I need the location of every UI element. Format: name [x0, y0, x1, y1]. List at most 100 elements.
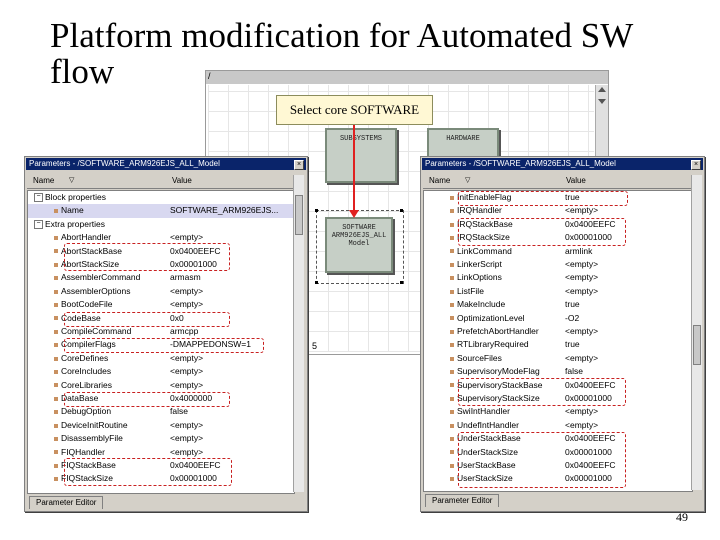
- parameter-value[interactable]: <empty>: [170, 285, 204, 296]
- parameter-value[interactable]: <empty>: [565, 205, 599, 216]
- parameter-value[interactable]: armcpp: [170, 326, 199, 336]
- parameter-value[interactable]: true: [565, 339, 580, 350]
- parameter-value[interactable]: <empty>: [565, 352, 599, 363]
- close-icon[interactable]: ×: [294, 160, 304, 170]
- parameter-value[interactable]: 0x00001000: [565, 232, 612, 243]
- parameter-value[interactable]: -DMAPPEDONSW=1: [170, 339, 251, 350]
- parameter-row[interactable]: −Extra properties: [28, 218, 294, 231]
- parameter-value[interactable]: -O2: [565, 312, 580, 323]
- parameter-value[interactable]: <empty>: [565, 406, 599, 417]
- parameter-row[interactable]: LinkerScript<empty>: [424, 258, 692, 271]
- selection-handle[interactable]: [315, 281, 318, 284]
- parameter-row[interactable]: SourceFiles<empty>: [424, 352, 692, 365]
- parameter-row[interactable]: BootCodeFile<empty>: [28, 298, 294, 311]
- parameter-value[interactable]: <empty>: [565, 272, 599, 283]
- collapse-icon[interactable]: −: [34, 193, 43, 203]
- parameter-value[interactable]: <empty>: [565, 285, 599, 296]
- parameter-row[interactable]: ListFile<empty>: [424, 285, 692, 298]
- selection-handle[interactable]: [400, 281, 403, 284]
- parameter-row[interactable]: LinkOptions<empty>: [424, 271, 692, 284]
- subsystems-block[interactable]: SUBSYSTEMS: [325, 128, 397, 183]
- left-parameter-panel[interactable]: Parameters - /SOFTWARE_ARM926EJS_ALL_Mod…: [24, 156, 308, 512]
- parameter-value[interactable]: 0x0400EEFC: [565, 218, 616, 229]
- selection-handle[interactable]: [400, 209, 403, 212]
- parameter-value[interactable]: <empty>: [170, 379, 204, 390]
- parameter-row[interactable]: UndefIntHandler<empty>: [424, 419, 692, 432]
- sort-down-icon[interactable]: ▽: [69, 177, 75, 184]
- parameter-value[interactable]: 0x00001000: [565, 446, 612, 457]
- selection-handle[interactable]: [315, 209, 318, 212]
- parameter-value[interactable]: 0x00001000: [565, 393, 612, 403]
- scroll-down-icon[interactable]: [598, 99, 606, 104]
- parameter-row[interactable]: CoreLibraries<empty>: [28, 379, 294, 392]
- parameter-value[interactable]: SOFTWARE_ARM926EJS...: [170, 205, 279, 216]
- diagram-title-bar[interactable]: /: [206, 71, 608, 84]
- parameter-value[interactable]: armasm: [170, 272, 201, 283]
- parameter-value[interactable]: <empty>: [170, 232, 204, 243]
- parameter-row[interactable]: SwiIntHandler<empty>: [424, 405, 692, 418]
- parameter-row[interactable]: AbortHandler<empty>: [28, 231, 294, 244]
- parameter-value[interactable]: false: [565, 366, 583, 377]
- parameter-row[interactable]: −Block properties: [28, 191, 294, 204]
- parameter-row[interactable]: AssemblerOptions<empty>: [28, 285, 294, 298]
- left-scrollbar[interactable]: [293, 175, 304, 492]
- parameter-value[interactable]: <empty>: [565, 326, 599, 336]
- left-parameter-editor-tab[interactable]: Parameter Editor: [29, 496, 104, 509]
- parameter-value[interactable]: 0x0: [170, 312, 184, 323]
- parameter-row[interactable]: DisassemblyFile<empty>: [28, 432, 294, 445]
- right-parameter-panel[interactable]: Parameters - /SOFTWARE_ARM926EJS_ALL_Mod…: [420, 156, 705, 512]
- software-block[interactable]: SOFTWARE ARM926EJS_ALL Model: [325, 217, 393, 273]
- collapse-icon[interactable]: −: [34, 220, 43, 230]
- parameter-value[interactable]: 0x00001000: [565, 473, 612, 484]
- parameter-value[interactable]: 0x4000000: [170, 393, 213, 403]
- parameter-value[interactable]: <empty>: [170, 352, 204, 363]
- right-scroll-thumb[interactable]: [693, 325, 701, 365]
- parameter-row[interactable]: CoreIncludes<empty>: [28, 365, 294, 378]
- parameter-value[interactable]: <empty>: [170, 419, 204, 430]
- parameter-row[interactable]: CompilerFlags-DMAPPEDONSW=1: [28, 338, 294, 351]
- value-column-header[interactable]: Value: [172, 176, 192, 185]
- parameter-value[interactable]: <empty>: [170, 446, 204, 457]
- parameter-value[interactable]: <empty>: [565, 259, 599, 269]
- parameter-value[interactable]: true: [565, 299, 580, 310]
- parameter-value[interactable]: 0x0400EEFC: [170, 460, 221, 470]
- left-column-header[interactable]: Name ▽ Value: [27, 175, 293, 189]
- name-column-header[interactable]: Name: [429, 176, 451, 185]
- parameter-value[interactable]: <empty>: [170, 299, 204, 310]
- parameter-value[interactable]: armlink: [565, 245, 593, 256]
- name-column-header[interactable]: Name: [33, 176, 55, 185]
- parameter-value[interactable]: 0x0400EEFC: [565, 460, 616, 470]
- parameter-value[interactable]: 0x0400EEFC: [170, 245, 221, 256]
- right-column-header[interactable]: Name ▽ Value: [423, 175, 691, 189]
- parameter-value[interactable]: <empty>: [170, 366, 204, 377]
- parameter-value[interactable]: <empty>: [170, 433, 204, 444]
- parameter-value[interactable]: 0x00001000: [170, 259, 217, 269]
- scroll-up-icon[interactable]: [598, 87, 606, 92]
- parameter-value[interactable]: true: [565, 192, 580, 202]
- parameter-value[interactable]: 0x0400EEFC: [565, 433, 616, 444]
- parameter-value[interactable]: 0x0400EEFC: [565, 379, 616, 390]
